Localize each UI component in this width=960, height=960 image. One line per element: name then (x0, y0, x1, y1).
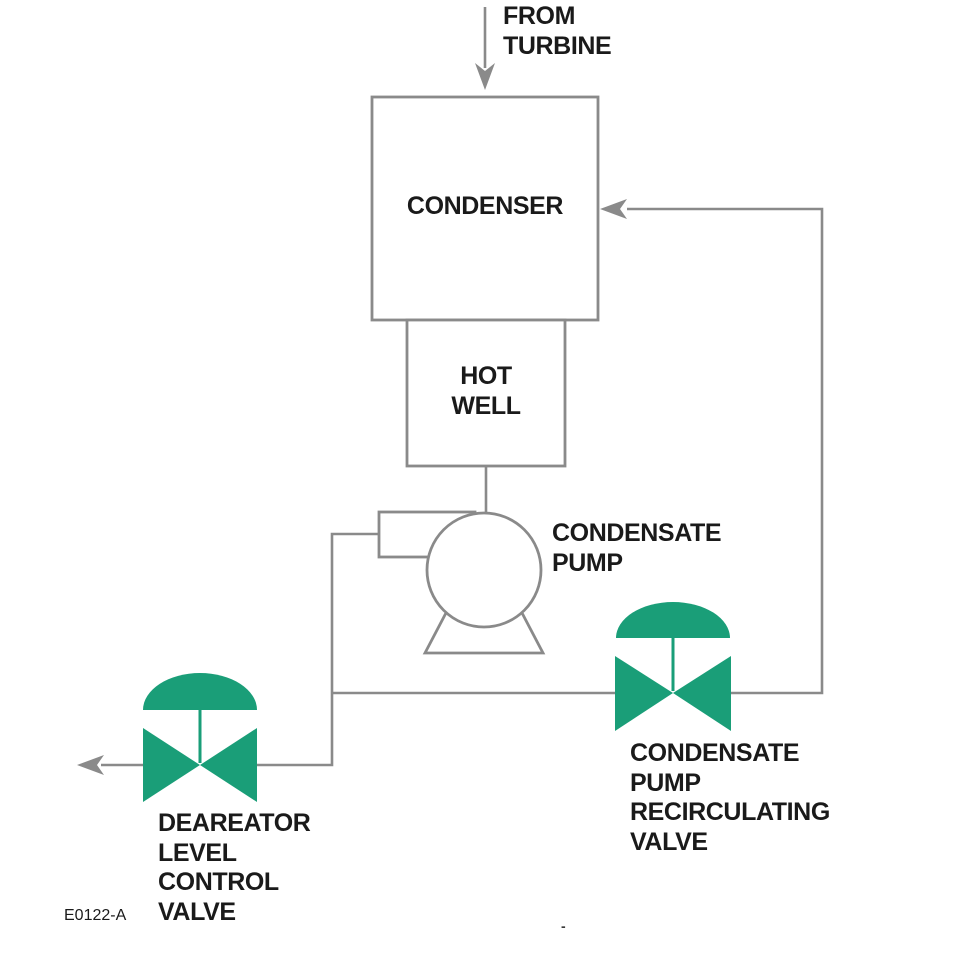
level-control-valve-label: DEAREATOR LEVEL CONTROL VALVE (158, 809, 311, 926)
figure-code: E0122-A (64, 907, 127, 924)
deareator-level-control-valve-icon (143, 673, 257, 802)
valve-body-left (143, 728, 200, 802)
stray-mark: - (561, 918, 566, 934)
pump-casing (425, 511, 543, 629)
valve-actuator-dome (143, 673, 257, 710)
condenser-box (370, 95, 600, 322)
arrow-down-into-condenser-icon (475, 63, 495, 90)
valve-actuator-dome (616, 602, 730, 638)
valve-body-left (615, 656, 673, 731)
condenser-label: CONDENSER (406, 192, 564, 220)
condensate-pump-label: CONDENSATE PUMP (552, 519, 722, 577)
valve-body-right (200, 728, 257, 802)
hot-well-label: HOT WELL (451, 362, 521, 420)
recirculating-valve-label: CONDENSATE PUMP RECIRCULATING VALVE (630, 739, 830, 856)
recirculating-valve-icon (615, 602, 731, 731)
arrow-left-deareator-outlet-icon (77, 755, 104, 775)
pipe-recirc-return (627, 207, 824, 695)
hot-well-box (405, 318, 567, 468)
arrow-left-into-condenser-icon (600, 199, 627, 219)
feed-label: FROM TURBINE (503, 2, 612, 60)
condensate-pump-icon (377, 510, 546, 655)
valve-body-right (673, 656, 731, 731)
pipe-pump-discharge (256, 532, 379, 767)
